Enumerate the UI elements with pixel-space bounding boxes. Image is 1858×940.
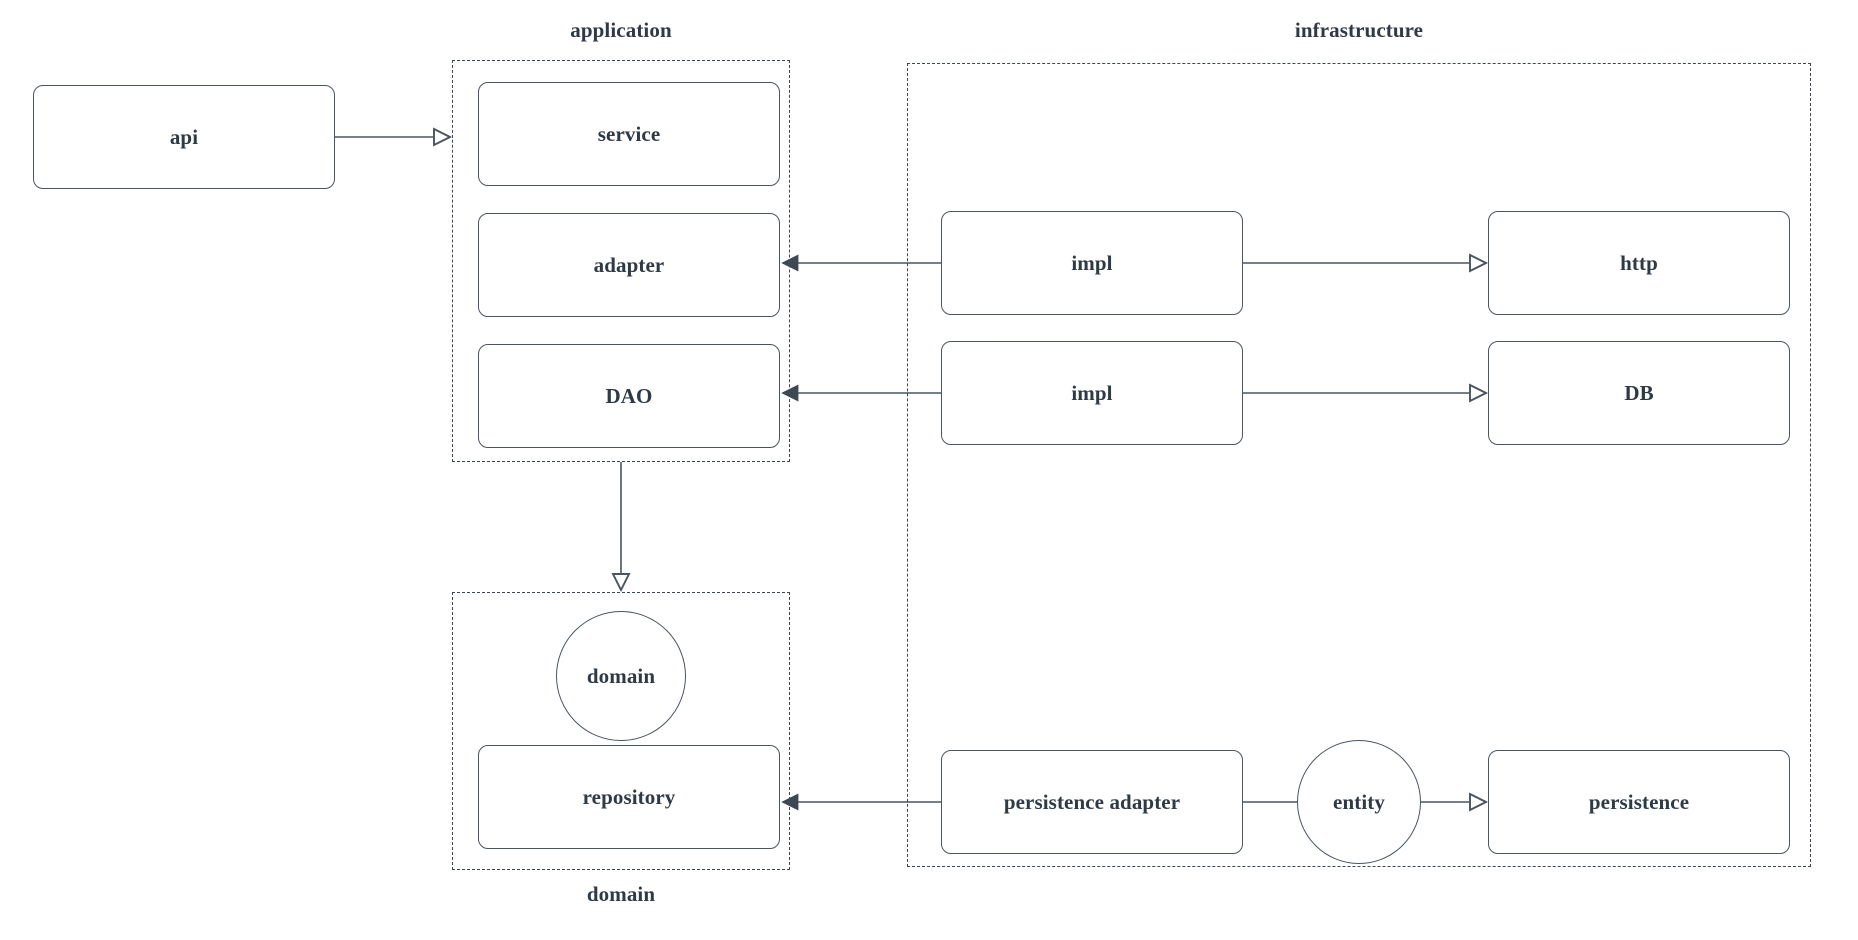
node-persistence[interactable]: persistence [1488, 750, 1790, 854]
node-api[interactable]: api [33, 85, 335, 189]
node-label-http: http [1620, 250, 1658, 275]
node-impl-http[interactable]: impl [941, 211, 1243, 315]
node-dao[interactable]: DAO [478, 344, 780, 448]
node-entity[interactable]: entity [1297, 740, 1421, 864]
node-label-impl-http: impl [1071, 250, 1113, 275]
group-label-infrastructure: infrastructure [1294, 18, 1424, 42]
node-service[interactable]: service [478, 82, 780, 186]
group-infrastructure [907, 63, 1811, 867]
node-http[interactable]: http [1488, 211, 1790, 315]
node-db[interactable]: DB [1488, 341, 1790, 445]
group-label-domain: domain [586, 882, 656, 906]
node-label-service: service [597, 121, 661, 146]
node-label-api: api [169, 124, 199, 149]
group-application [452, 60, 790, 462]
node-label-persistence-adapter: persistence adapter [1003, 789, 1181, 814]
node-label-repository: repository [582, 784, 676, 809]
node-label-domain-core: domain [586, 663, 656, 688]
group-domain [452, 592, 790, 870]
group-label-application: application [570, 18, 672, 42]
node-label-entity: entity [1333, 789, 1385, 814]
node-impl-db[interactable]: impl [941, 341, 1243, 445]
node-label-adapter: adapter [593, 252, 665, 277]
node-label-impl-db: impl [1071, 380, 1113, 405]
node-label-dao: DAO [605, 383, 653, 408]
node-adapter[interactable]: adapter [478, 213, 780, 317]
node-repository[interactable]: repository [478, 745, 780, 849]
node-label-db: DB [1624, 380, 1654, 405]
node-domain-core[interactable]: domain [556, 611, 686, 741]
node-label-persistence: persistence [1588, 789, 1690, 814]
node-persistence-adapter[interactable]: persistence adapter [941, 750, 1243, 854]
